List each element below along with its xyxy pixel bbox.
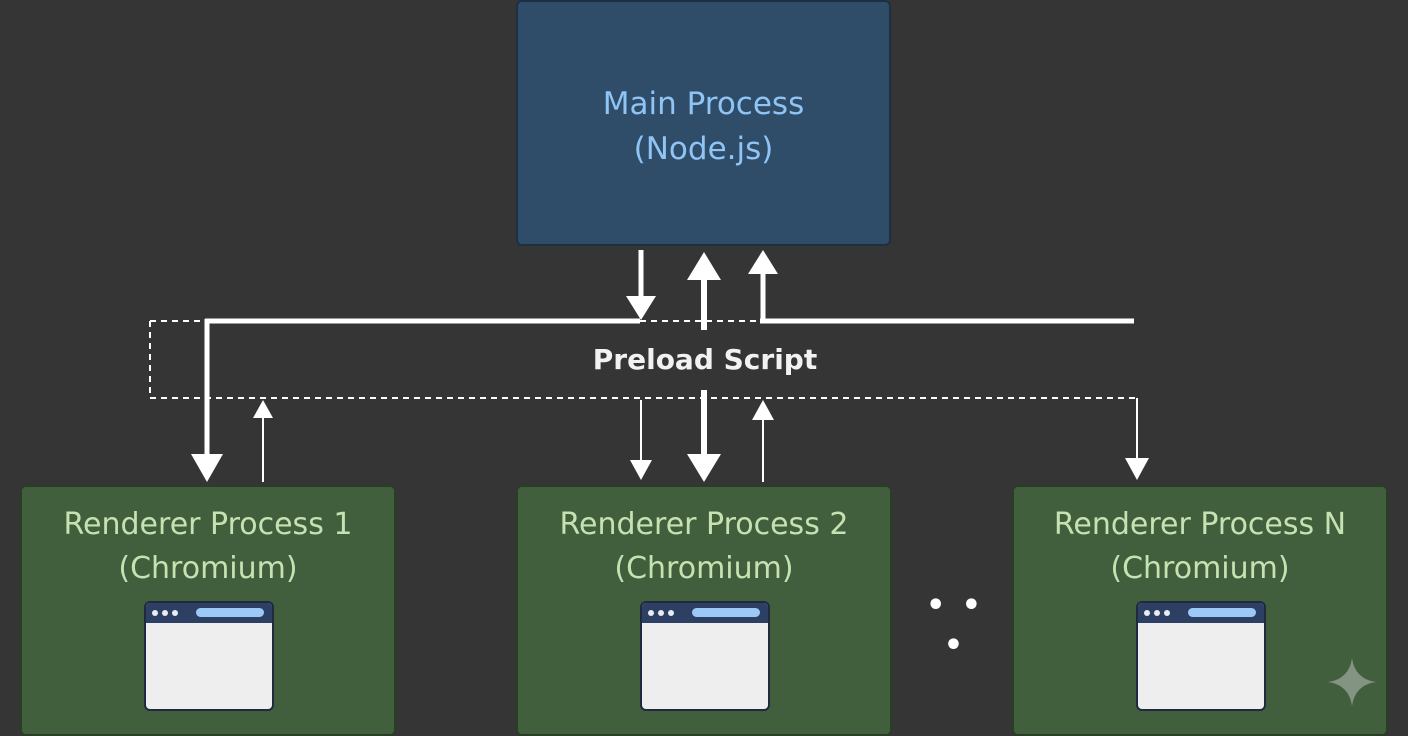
window-dot: [658, 610, 664, 616]
window-address-bar: [1188, 608, 1256, 617]
arrow-main-down-head: [626, 296, 656, 320]
arrow-to-renderer-2-head: [630, 460, 652, 480]
window-titlebar: [642, 603, 768, 623]
arrow-to-renderer-n-head: [1125, 458, 1149, 480]
more-renderers-ellipsis: • • •: [926, 588, 984, 663]
renderer-title: Renderer Process N (Chromium): [1014, 503, 1386, 591]
arrow-from-renderer-1-head: [253, 400, 273, 418]
browser-window-icon: [640, 601, 770, 711]
main-process-title: Main Process (Node.js): [518, 82, 889, 172]
renderer-runtime: (Chromium): [118, 551, 298, 586]
window-titlebar: [146, 603, 272, 623]
renderer-process-n-box: Renderer Process N (Chromium): [1012, 485, 1388, 736]
arrow-bus-to-main-head: [748, 250, 778, 274]
main-process-name: Main Process: [602, 86, 805, 122]
browser-window-icon: [1136, 601, 1266, 711]
renderer-runtime: (Chromium): [614, 551, 794, 586]
renderer-name: Renderer Process 1: [63, 507, 353, 542]
preload-script-label: Preload Script: [592, 343, 818, 376]
main-process-box: Main Process (Node.js): [516, 0, 891, 246]
main-process-runtime: (Node.js): [633, 131, 774, 167]
arrow-to-renderer-1-head: [191, 454, 223, 482]
window-titlebar: [1138, 603, 1264, 623]
window-address-bar: [196, 608, 264, 617]
arrow-center-down-head: [687, 454, 721, 482]
renderer-runtime: (Chromium): [1110, 551, 1290, 586]
window-dot: [648, 610, 654, 616]
renderer-process-1-box: Renderer Process 1 (Chromium): [20, 485, 396, 736]
window-dot: [162, 610, 168, 616]
arrow-center-up-head: [687, 252, 721, 280]
renderer-name: Renderer Process N: [1053, 507, 1347, 542]
window-address-bar: [692, 608, 760, 617]
window-dot: [1164, 610, 1170, 616]
window-dot: [1144, 610, 1150, 616]
window-dot: [668, 610, 674, 616]
preload-dashed-boundary: [149, 320, 1137, 399]
renderer-name: Renderer Process 2: [559, 507, 849, 542]
renderer-process-2-box: Renderer Process 2 (Chromium): [516, 485, 892, 736]
renderer-title: Renderer Process 2 (Chromium): [518, 503, 890, 591]
window-dot: [172, 610, 178, 616]
arrow-from-renderer-2-head: [752, 400, 774, 420]
browser-window-icon: [144, 601, 274, 711]
window-dot: [1154, 610, 1160, 616]
sparkle-icon: [1328, 658, 1376, 706]
renderer-title: Renderer Process 1 (Chromium): [22, 503, 394, 591]
window-dot: [152, 610, 158, 616]
